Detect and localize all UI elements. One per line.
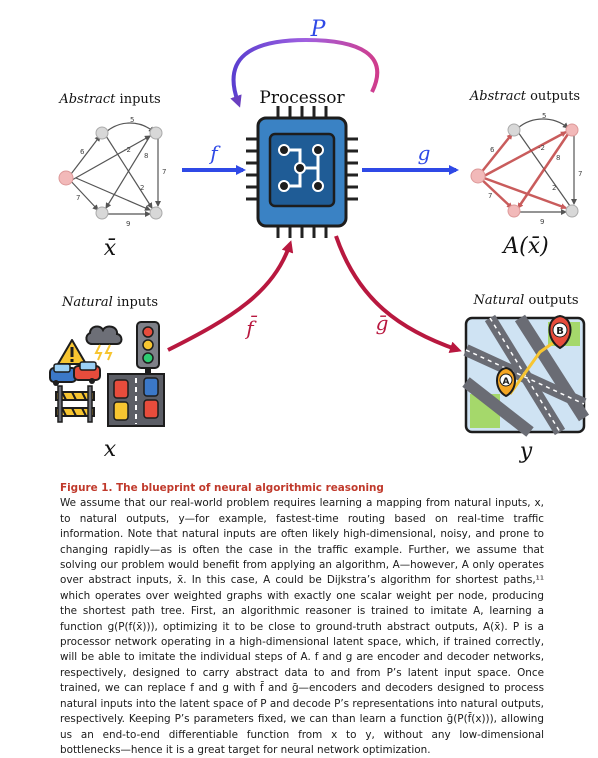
- processor-loop-arrow: [230, 37, 380, 108]
- map-pin-icon-b: B: [548, 314, 572, 350]
- abstract-output-graph: 5 -2 6 8 7 9 2 7: [470, 112, 582, 226]
- storm-cloud-icon: [85, 325, 123, 361]
- warning-icon: [57, 339, 87, 365]
- figure-caption: Figure 1. The blueprint of neural algori…: [60, 481, 544, 758]
- blueprint-figure: P Processor f g f̄: [49, 17, 590, 464]
- label-P: P: [310, 17, 327, 42]
- label-g-bar: ḡ: [376, 311, 389, 335]
- map-icon: [462, 314, 590, 437]
- barrier-icon: [55, 385, 95, 423]
- natural-outputs-label: Natural outputs: [472, 293, 578, 308]
- weight-label: 7: [578, 170, 582, 178]
- map-pin-icon-a: A: [496, 366, 516, 398]
- abstract-input-graph: 5 -2 6 8 7 9 2 7: [58, 116, 166, 228]
- processor-label: Processor: [259, 88, 345, 108]
- road-traffic-icon: [107, 373, 165, 427]
- processor-chip-icon: [246, 106, 358, 238]
- traffic-light-icon: [136, 321, 160, 374]
- abstract-outputs-label: Abstract outputs: [469, 89, 580, 104]
- weight-label: -2: [124, 146, 131, 154]
- natural-inputs-symbol: x: [104, 437, 117, 462]
- weight-label: 6: [490, 146, 495, 154]
- decoder-g-bar-arrow: [334, 235, 462, 354]
- caption-body: We assume that our real-world problem re…: [60, 497, 544, 756]
- weight-label: 9: [540, 218, 544, 226]
- weight-label: 9: [126, 220, 130, 228]
- natural-inputs-illustration: [49, 321, 165, 427]
- weight-label: -2: [538, 144, 545, 152]
- weight-label: 6: [80, 148, 85, 156]
- abstract-inputs-label: Abstract inputs: [58, 92, 160, 107]
- natural-outputs-symbol: y: [519, 439, 533, 464]
- encoder-f-bar-arrow: [167, 240, 294, 352]
- car-icon: [49, 361, 101, 386]
- weight-label: 5: [130, 116, 134, 124]
- weight-label: 7: [488, 192, 492, 200]
- weight-label: 5: [542, 112, 546, 120]
- weight-label: 8: [556, 154, 560, 162]
- weight-label: 8: [144, 152, 148, 160]
- abstract-outputs-symbol: A(x̄): [501, 234, 548, 259]
- natural-inputs-label: Natural inputs: [61, 295, 158, 310]
- marker-b-label: B: [556, 326, 564, 337]
- label-f-bar: f̄: [244, 315, 257, 340]
- marker-a-label: A: [503, 377, 510, 387]
- weight-label: 2: [552, 184, 556, 192]
- weight-label: 7: [76, 194, 80, 202]
- abstract-inputs-symbol: x̄: [104, 236, 117, 261]
- weight-label: 2: [140, 184, 144, 192]
- label-g: g: [418, 141, 431, 165]
- caption-title: Figure 1. The blueprint of neural algori…: [60, 482, 384, 494]
- label-f: f: [208, 141, 221, 165]
- weight-label: 7: [162, 168, 166, 176]
